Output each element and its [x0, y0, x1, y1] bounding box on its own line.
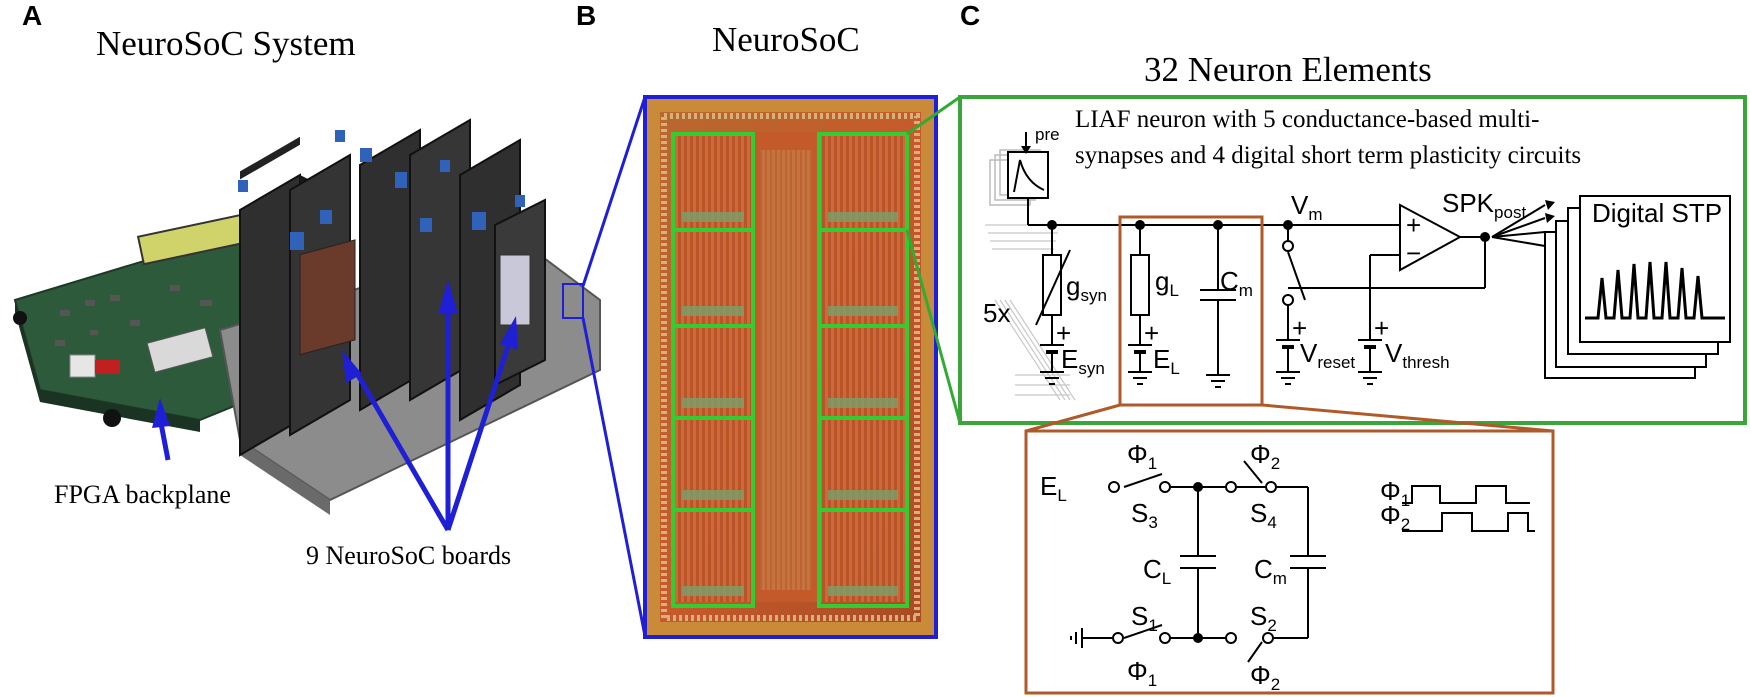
switch-wires	[1070, 460, 1326, 663]
liaf-description-line1: LIAF neuron with 5 conductance-based mul…	[1075, 106, 1539, 133]
synapse-copies	[985, 224, 1076, 401]
battery-plus-reset: +	[1292, 313, 1307, 343]
s1-label: S1	[1131, 601, 1158, 635]
phi1-bottom-label: Φ1	[1127, 656, 1157, 690]
e-l-label: EL	[1153, 344, 1180, 378]
neurosoc-boards-label: 9 NeuroSoC boards	[306, 541, 512, 570]
phi1-top-label: Φ1	[1127, 439, 1157, 473]
fpga-backplane-label: FPGA backplane	[54, 480, 231, 509]
switched-cap-highlight	[1118, 215, 1264, 407]
pre-label: pre	[1035, 125, 1060, 144]
neurosoc-boards-stack	[238, 118, 546, 457]
phi2-wave-label: Φ2	[1380, 500, 1410, 534]
pre-spike-trace	[1013, 159, 1045, 193]
c-m-switch-label: Cm	[1254, 554, 1287, 588]
battery-sources	[1040, 339, 1382, 372]
panel-letter-b: B	[576, 0, 597, 31]
zoom-lines-a-to-b	[562, 96, 647, 637]
phi2-bottom-label: Φ2	[1250, 660, 1280, 694]
s4-label: S4	[1250, 498, 1277, 532]
s3-label: S3	[1131, 498, 1158, 532]
junction-dots	[1047, 220, 1490, 242]
comparator-minus: −	[1406, 238, 1421, 268]
g-syn-label: gsyn	[1066, 271, 1107, 305]
liaf-description-line2: synapses and 4 digital short term plasti…	[1075, 142, 1581, 169]
panel-b-title: NeuroSoC	[712, 20, 860, 59]
neuron-element-frame	[958, 95, 1747, 425]
digital-stp-label: Digital STP	[1592, 198, 1722, 228]
e-syn-label: Esyn	[1061, 344, 1105, 378]
panel-a-title: NeuroSoC System	[96, 24, 356, 63]
neurosoc-system-photo	[13, 118, 601, 532]
panel-c-title: 32 Neuron Elements	[1144, 50, 1432, 89]
v-m-label: Vm	[1291, 190, 1323, 224]
neurosoc-chip-die	[643, 95, 938, 639]
g-l-label: gL	[1155, 266, 1179, 300]
battery-plus-thresh: +	[1374, 313, 1389, 343]
spk-post-label: SPKpost	[1442, 188, 1526, 222]
phi1-wave-label: Φ1	[1380, 476, 1410, 510]
five-x-label: 5x	[983, 298, 1010, 328]
zoom-lines-b-to-c	[905, 95, 962, 424]
battery-plus-l: +	[1144, 318, 1159, 348]
phi2-waveform	[1402, 512, 1535, 532]
ground-symbols	[1040, 371, 1382, 388]
panel-letter-c: C	[960, 0, 981, 31]
neuron-element-diagram: LIAF neuron with 5 conductance-based mul…	[958, 95, 1747, 433]
phi1-waveform	[1402, 485, 1530, 504]
c-l-label: CL	[1143, 554, 1171, 588]
panel-letter-a: A	[22, 0, 43, 31]
neuron-block-outlines	[671, 132, 909, 608]
switched-capacitor-circuit: EL Φ1 Φ2 S3 S4 CL Cm S1 S2 Φ1 Φ2 Φ1 Φ2	[1024, 429, 1555, 695]
v-reset-label: Vreset	[1300, 338, 1355, 372]
comparator-plus: +	[1406, 210, 1421, 240]
battery-plus-syn: +	[1056, 318, 1071, 348]
e-l-input-label: EL	[1040, 471, 1067, 505]
pointer-arrows	[152, 280, 518, 532]
v-thresh-label: Vthresh	[1385, 338, 1450, 372]
stp-spike-trace	[1585, 261, 1725, 320]
c-m-label: Cm	[1220, 266, 1253, 300]
phi2-top-label: Φ2	[1250, 439, 1280, 473]
s2-label: S2	[1250, 601, 1277, 635]
switch-circuit-frame	[1024, 429, 1555, 695]
stp-arrows	[1491, 204, 1546, 247]
